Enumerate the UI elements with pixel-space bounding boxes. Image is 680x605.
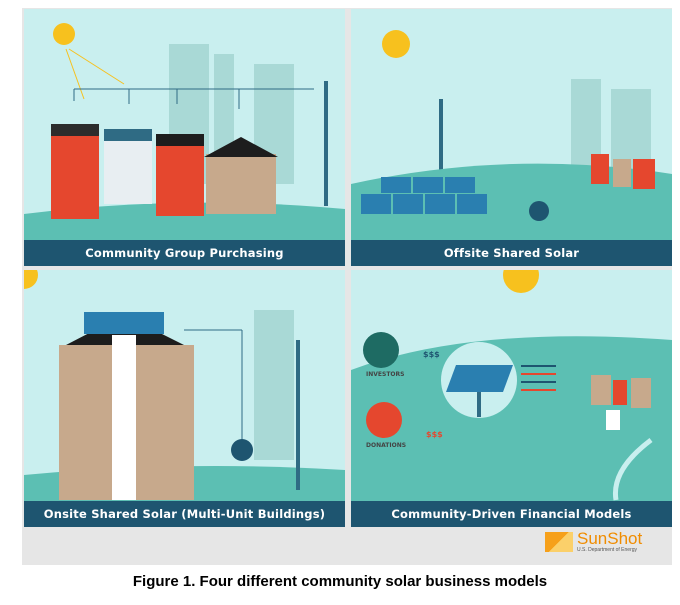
sun-icon — [503, 270, 539, 293]
panel-label: Community Group Purchasing — [24, 240, 345, 266]
lightning-icon — [529, 201, 549, 221]
investor-money: $$$ — [423, 350, 440, 359]
money-bag-icon — [363, 332, 399, 368]
figure-frame: Community Group Purchasing Offsite Share… — [22, 8, 672, 565]
power-tower-icon — [296, 340, 300, 490]
solar-panel-icon — [446, 365, 513, 392]
panel-community-driven-financial: INVESTORS DONATIONS $$$ $$$ Community-Dr… — [351, 270, 672, 527]
sun-icon — [53, 23, 75, 45]
donation-hand-icon — [366, 402, 402, 438]
figure-caption: Figure 1. Four different community solar… — [132, 573, 548, 590]
power-tower-icon — [439, 99, 443, 189]
logo-sub: U.S. Department of Energy — [577, 547, 638, 553]
panel-onsite-shared-solar: Onsite Shared Solar (Multi-Unit Building… — [24, 270, 345, 527]
donation-money: $$$ — [426, 430, 443, 439]
power-tower-icon — [324, 81, 328, 206]
panel-label: Onsite Shared Solar (Multi-Unit Building… — [24, 501, 345, 527]
sun-icon — [24, 270, 38, 289]
panel-label: Community-Driven Financial Models — [351, 501, 672, 527]
onsite-solar-illustration — [24, 270, 345, 527]
offsite-solar-illustration — [351, 30, 672, 266]
panel-offsite-shared-solar: Offsite Shared Solar — [351, 9, 672, 266]
financial-illustration — [351, 270, 672, 527]
sun-logo-icon — [545, 532, 573, 552]
investors-label: INVESTORS — [366, 371, 405, 378]
lightning-icon — [231, 439, 253, 461]
panel-community-group-purchasing: Community Group Purchasing — [24, 9, 345, 266]
panel-label: Offsite Shared Solar — [351, 240, 672, 266]
logo-name: SunShot — [577, 529, 643, 548]
donations-label: DONATIONS — [366, 442, 407, 449]
community-group-illustration — [24, 23, 345, 266]
sun-icon — [382, 30, 410, 58]
